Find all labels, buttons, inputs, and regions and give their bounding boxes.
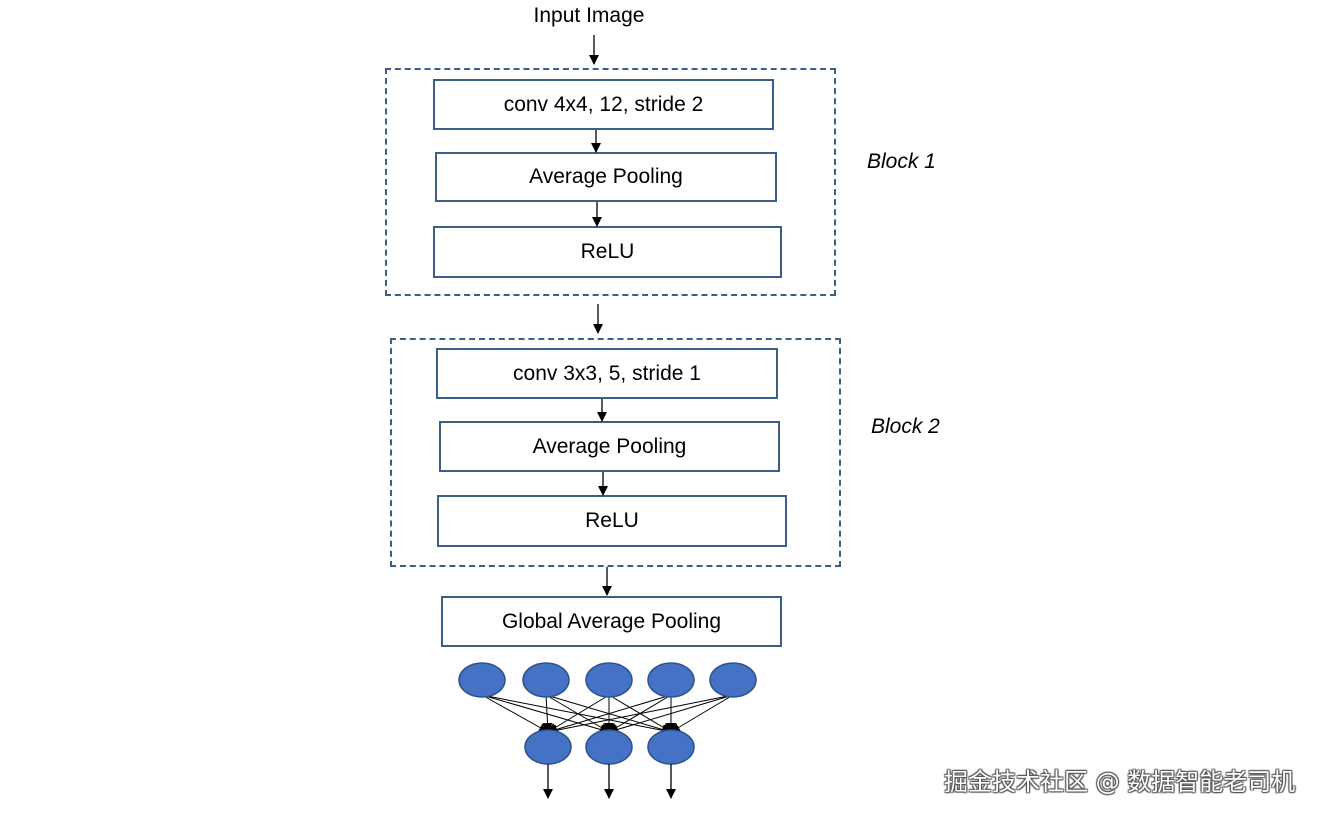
watermark: 掘金技术社区 @ 数据智能老司机 — [944, 768, 1296, 796]
block-2-relu-layer: ReLU — [437, 495, 787, 547]
global-average-pooling-layer: Global Average Pooling — [441, 596, 782, 647]
block-1-average-pooling-layer: Average Pooling — [435, 152, 777, 202]
connection-line — [547, 694, 610, 733]
block-1-container — [385, 68, 836, 296]
input-image-label: Input Image — [533, 4, 645, 27]
block-2-conv-layer: conv 3x3, 5, stride 1 — [436, 348, 778, 399]
connection-line — [670, 694, 734, 733]
connection-line — [481, 694, 549, 733]
block-1-label: Block 1 — [867, 150, 936, 173]
block-2-label: Block 2 — [871, 415, 940, 438]
input-node — [709, 662, 757, 698]
dense-network — [458, 662, 757, 799]
connection-line — [545, 694, 610, 733]
input-node — [458, 662, 506, 698]
output-node — [585, 729, 633, 765]
block-1-relu-layer: ReLU — [433, 226, 782, 278]
input-node — [522, 662, 570, 698]
connection-line — [608, 694, 734, 735]
input-node — [585, 662, 633, 698]
connection-line — [547, 694, 734, 736]
connection-line — [481, 694, 610, 735]
connection-line — [547, 694, 672, 735]
input-node — [647, 662, 695, 698]
output-node — [524, 729, 572, 765]
connection-line — [481, 694, 672, 736]
block-2-average-pooling-layer: Average Pooling — [439, 421, 780, 472]
flow-arrows — [589, 35, 612, 596]
output-node — [647, 729, 695, 765]
block-1-conv-layer: conv 4x4, 12, stride 2 — [433, 79, 774, 130]
block-2-container — [390, 338, 841, 567]
dense-connections — [481, 694, 734, 736]
